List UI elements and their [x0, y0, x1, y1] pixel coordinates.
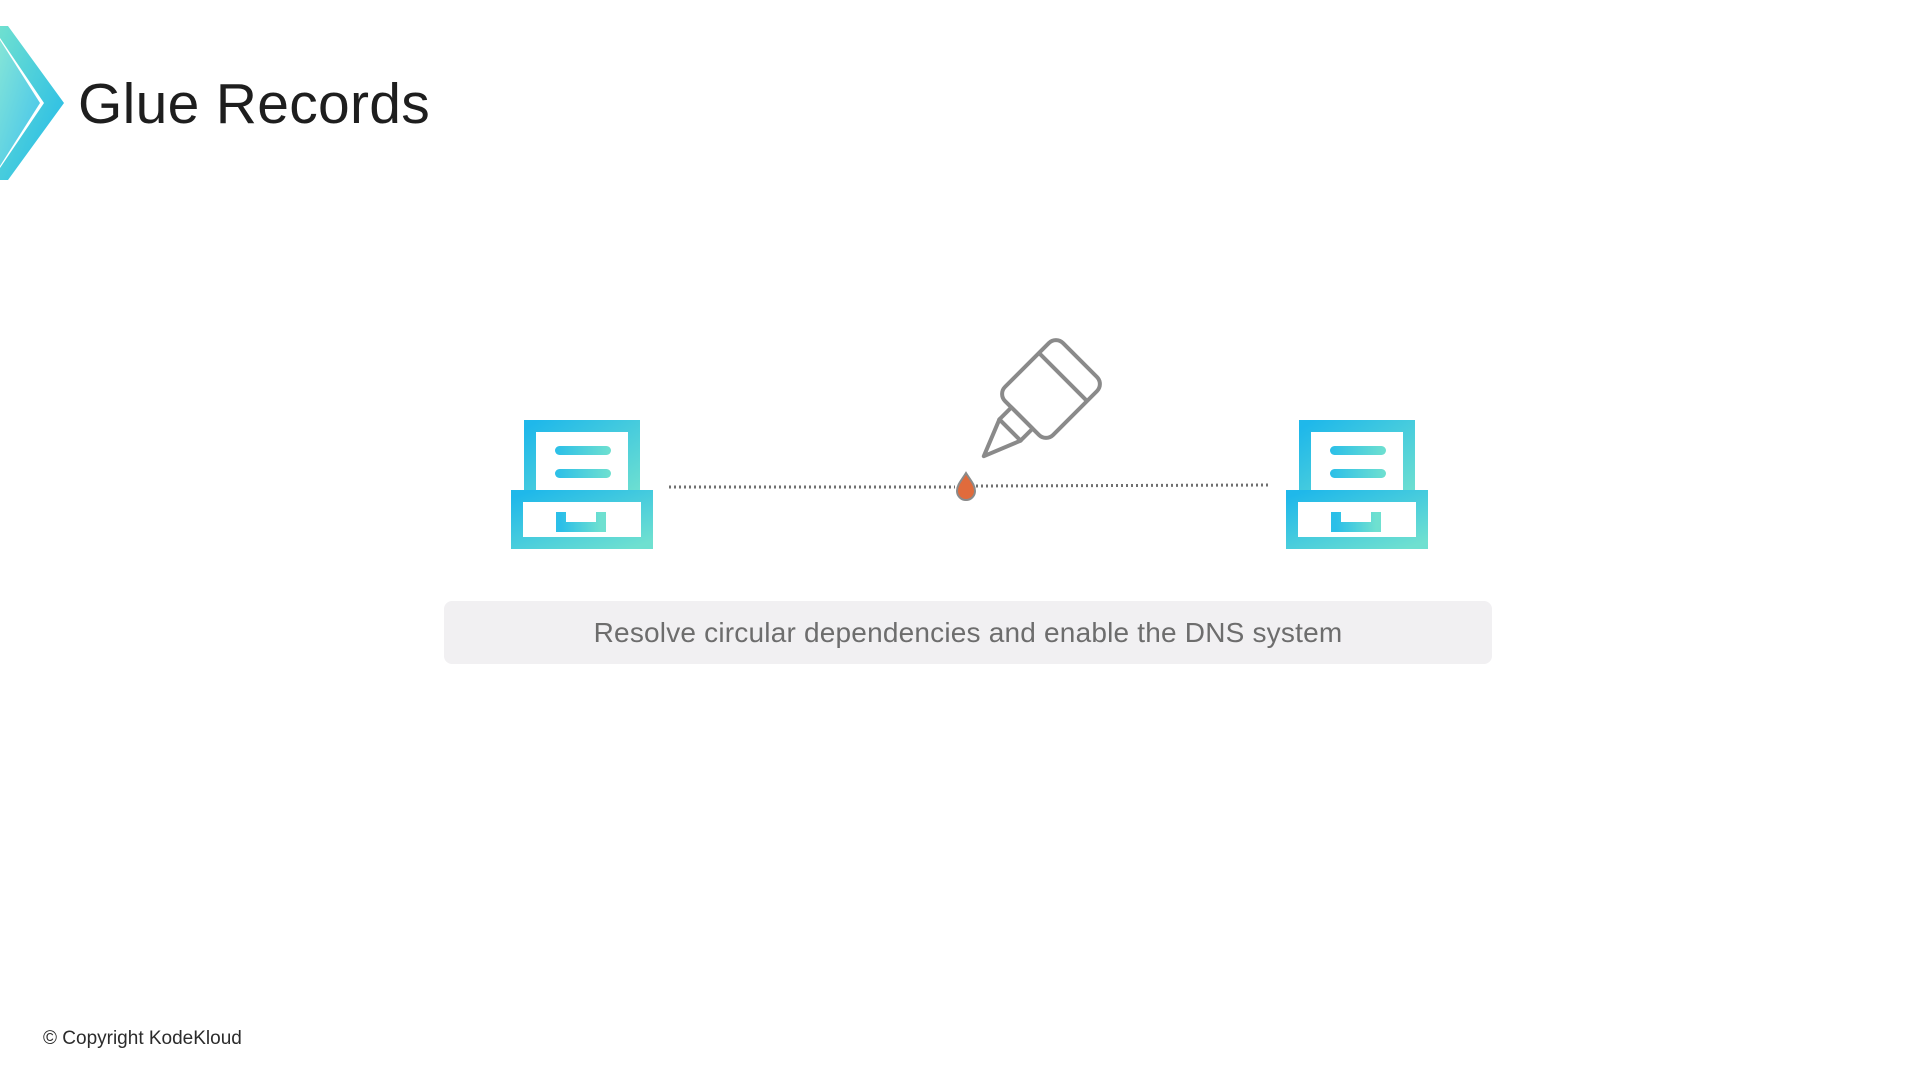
caption-box: Resolve circular dependencies and enable… [444, 601, 1492, 664]
right-server-file-cabinet-icon [1286, 420, 1428, 549]
brand-chevron-icon [0, 26, 64, 180]
slide-title: Glue Records [78, 72, 431, 136]
copyright-notice: © Copyright KodeKloud [43, 1028, 242, 1049]
glue-drop-icon [955, 471, 977, 501]
caption-text: Resolve circular dependencies and enable… [593, 616, 1343, 648]
left-server-file-cabinet-icon [511, 420, 653, 549]
glue-bottle-icon [981, 338, 1102, 459]
connector-line-right [975, 483, 1271, 488]
